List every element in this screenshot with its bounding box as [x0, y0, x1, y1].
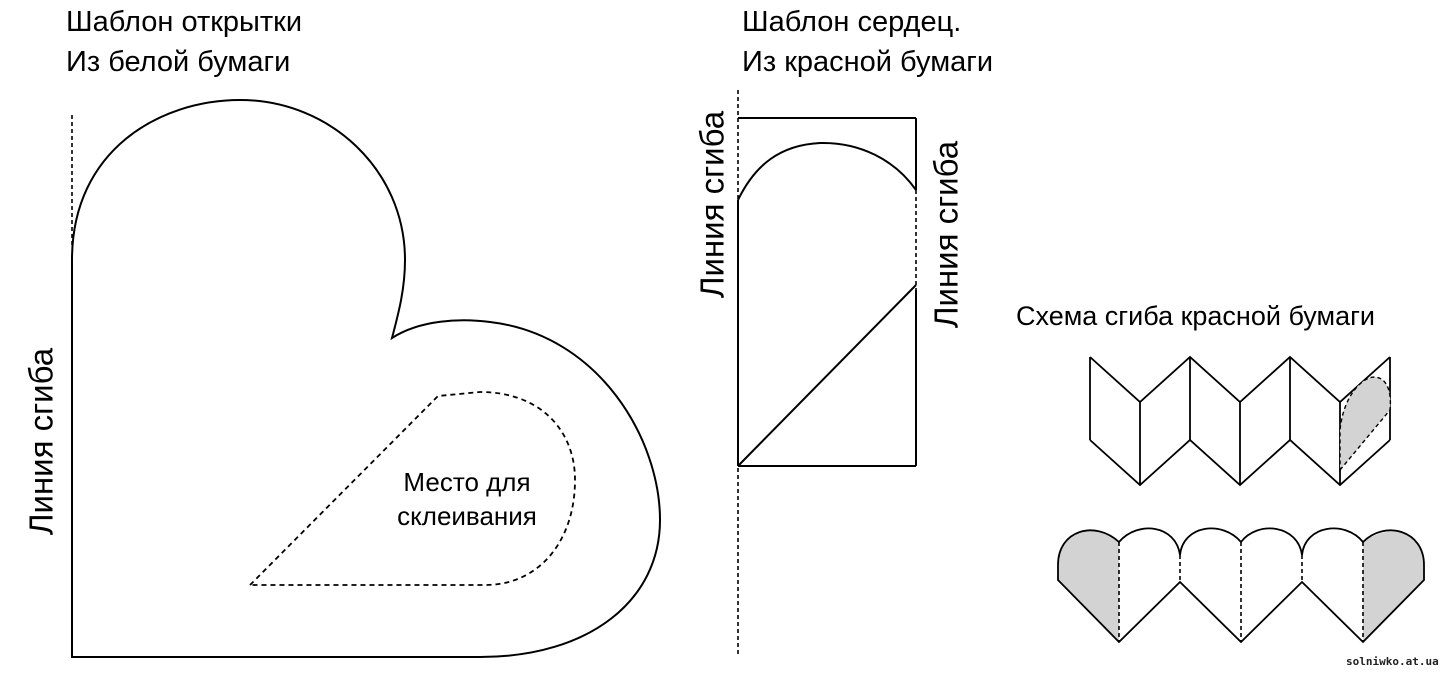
card-title-line1: Шаблон открытки — [66, 6, 303, 38]
heart-title-line1: Шаблон сердец. — [742, 6, 962, 38]
heart-title-line2: Из красной бумаги — [742, 46, 994, 78]
card-fold-label: Линия сгиба — [22, 347, 60, 536]
card-outline — [71, 98, 662, 658]
garland-fold-lines — [1118, 542, 1364, 642]
heart-fold-label-left: Линия сгиба — [693, 110, 731, 299]
watermark: solniwko.at.ua — [1346, 655, 1439, 668]
glue-line2: склеивания — [397, 501, 537, 531]
heart-template-shape — [737, 117, 917, 467]
heart-template-title: Шаблон сердец. Из красной бумаги — [742, 2, 993, 82]
glue-area-label: Место для склеивания — [372, 465, 562, 533]
glue-line1: Место для — [403, 467, 531, 497]
heart-fold-label-right: Линия сгиба — [927, 140, 965, 329]
card-title-line2: Из белой бумаги — [66, 46, 291, 78]
card-template-title: Шаблон открытки Из белой бумаги — [66, 2, 302, 82]
zigzag-fold-scheme — [1089, 355, 1391, 487]
heart-garland — [1057, 527, 1425, 644]
card-template-shape — [71, 98, 662, 658]
glue-area-outline — [247, 391, 576, 586]
zigzag-heart-half — [1339, 376, 1392, 472]
fold-scheme-title: Схема сгиба красной бумаги — [1016, 301, 1376, 331]
